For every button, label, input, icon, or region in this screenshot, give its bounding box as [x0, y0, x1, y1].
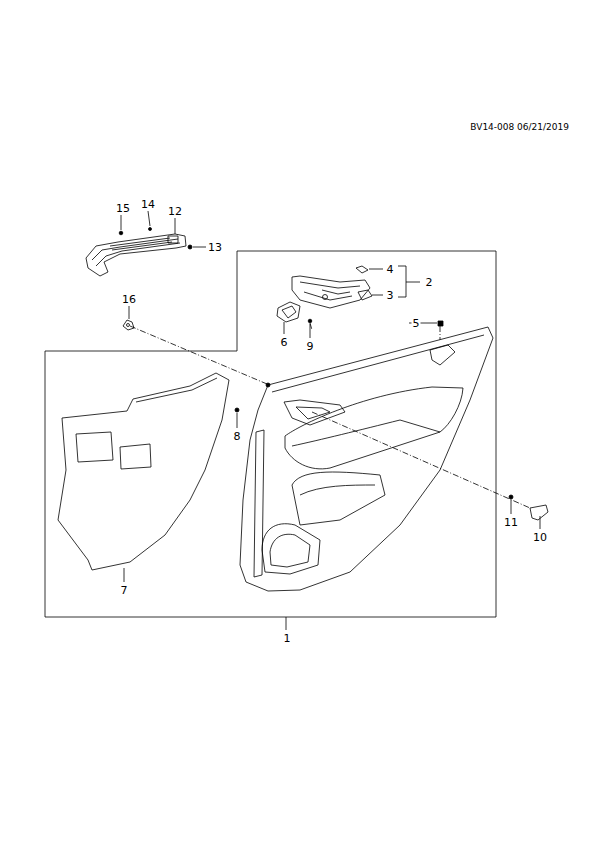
fastener [235, 408, 239, 412]
callout-number: 4 [386, 264, 395, 275]
handle-bracket [86, 228, 192, 277]
callout-number: 5 [412, 318, 421, 329]
insulator-panel [58, 373, 229, 570]
callout-number: 15 [115, 203, 131, 214]
clip [123, 320, 134, 330]
callout-number: 2 [425, 277, 434, 288]
callout-number: 11 [503, 517, 519, 528]
callout-number: 7 [120, 585, 129, 596]
callout-number: 16 [121, 294, 137, 305]
center-line [130, 323, 530, 508]
bracket [398, 266, 420, 297]
callout-number: 1 [283, 633, 292, 644]
callout-number: 9 [306, 341, 315, 352]
switch-bezel [277, 302, 300, 322]
callout-number: 13 [207, 242, 223, 253]
callout-number: 10 [532, 532, 548, 543]
leader-line [121, 211, 540, 582]
callout-number: 6 [280, 337, 289, 348]
screw [308, 319, 312, 323]
callout-number: 3 [386, 290, 395, 301]
door-trim-panel [240, 327, 493, 591]
handle-assembly [292, 266, 372, 308]
callout-number: 12 [167, 206, 183, 217]
callout-number: 8 [233, 431, 242, 442]
drawing-reference: BV14-008 06/21/2019 [469, 123, 570, 132]
leader-line [286, 617, 287, 630]
screw [509, 495, 513, 499]
callout-number: 14 [140, 199, 156, 210]
cover-cap [530, 505, 548, 520]
plug [438, 321, 443, 326]
assembly-outline [45, 251, 496, 617]
